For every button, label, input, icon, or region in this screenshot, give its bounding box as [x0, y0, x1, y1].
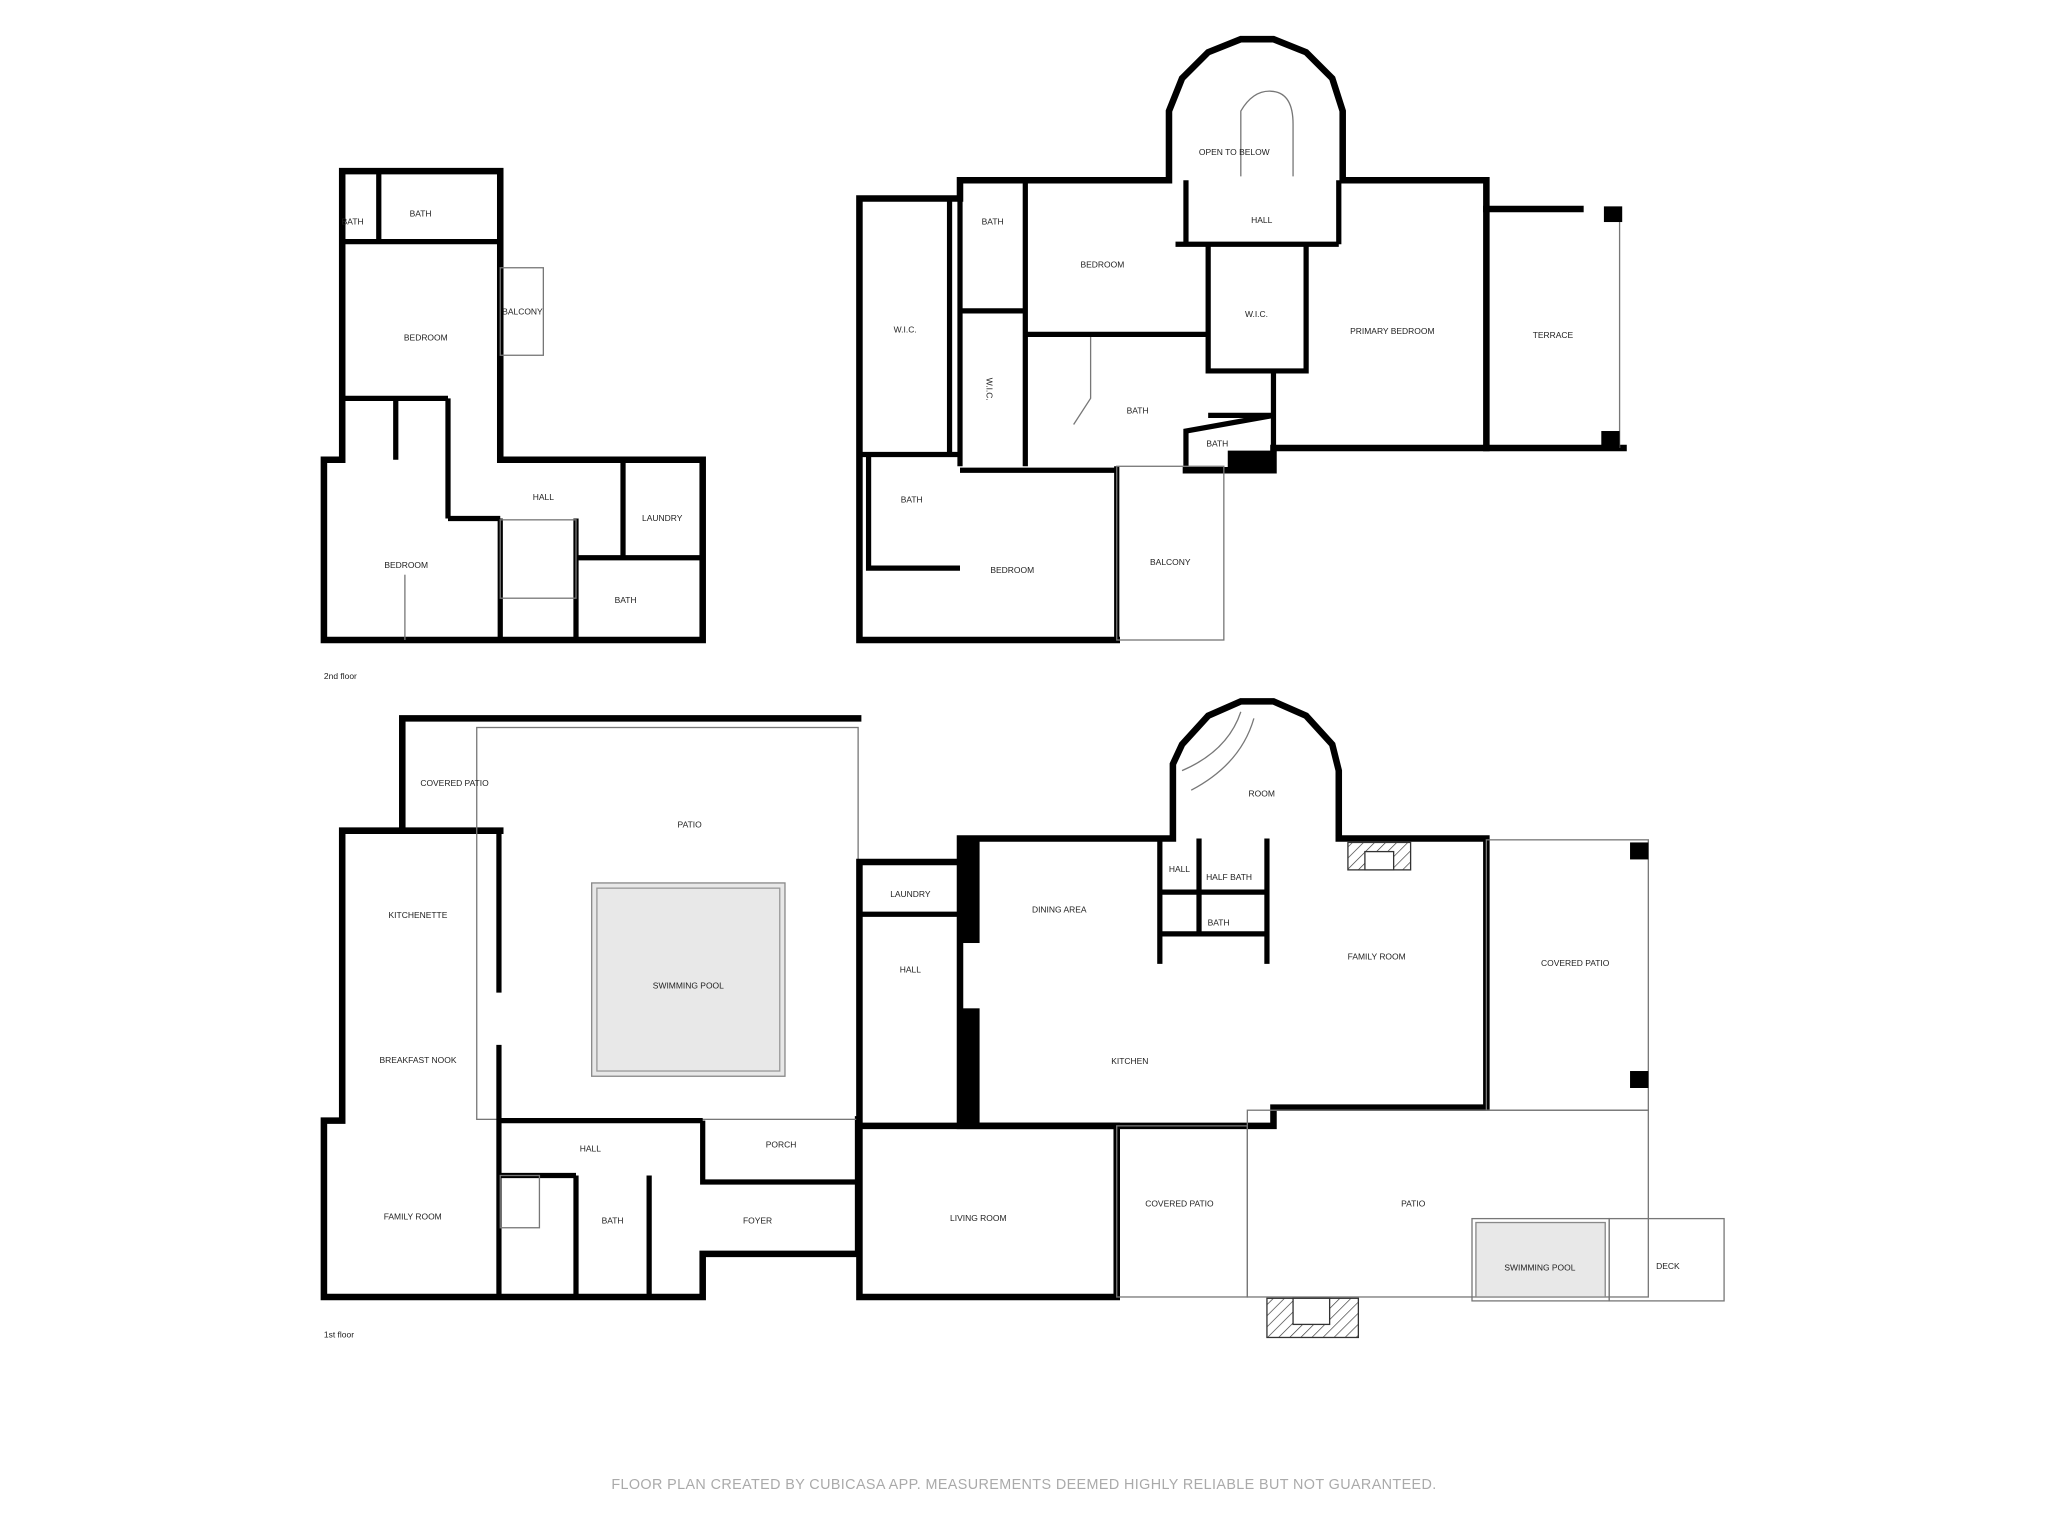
room-label: HALF BATH [1206, 872, 1252, 882]
room-label: LIVING ROOM [950, 1213, 1006, 1223]
room-label: BATH [1208, 918, 1230, 928]
room-label: W.I.C. [1245, 309, 1268, 319]
room-label: BREAKFAST NOOK [379, 1055, 456, 1065]
second-floor-main [856, 35, 1627, 644]
room-label: FOYER [743, 1215, 772, 1225]
room-label: DECK [1656, 1261, 1680, 1271]
floor-label-2nd: 2nd floor [324, 671, 357, 681]
room-label: BALCONY [1150, 557, 1191, 567]
room-label: HALL [900, 965, 921, 975]
room-label: BATH [982, 216, 1004, 226]
room-label: BATH [1127, 406, 1149, 416]
first-floor-west-wing [320, 715, 862, 1301]
room-label: LAUNDRY [642, 513, 683, 523]
room-label: TERRACE [1533, 330, 1574, 340]
room-label: BATH [1206, 438, 1228, 448]
room-label: FAMILY ROOM [384, 1212, 442, 1222]
room-label: ROOM [1249, 788, 1275, 798]
room-label: W.I.C. [894, 325, 917, 335]
room-label: FAMILY ROOM [1348, 952, 1406, 962]
room-label: BALCONY [502, 306, 543, 316]
room-label: HALL [1169, 864, 1190, 874]
room-label: KITCHENETTE [389, 910, 448, 920]
floor-label-1st: 1st floor [324, 1329, 354, 1339]
room-label: BATH [602, 1215, 624, 1225]
room-label: BATH [342, 216, 364, 226]
room-label: COVERED PATIO [1541, 958, 1610, 968]
room-label: PRIMARY BEDROOM [1350, 326, 1434, 336]
room-label: W.I.C. [985, 378, 995, 401]
room-label: PATIO [1401, 1198, 1426, 1208]
footer-disclaimer: FLOOR PLAN CREATED BY CUBICASA APP. MEAS… [611, 1477, 1436, 1493]
room-label: BEDROOM [404, 333, 448, 343]
room-label: OPEN TO BELOW [1199, 147, 1270, 157]
room-label: KITCHEN [1111, 1056, 1148, 1066]
room-label: BEDROOM [1080, 259, 1124, 269]
room-label: LAUNDRY [890, 889, 931, 899]
room-label: COVERED PATIO [420, 778, 489, 788]
room-label: COVERED PATIO [1145, 1198, 1214, 1208]
room-label: BATH [410, 208, 432, 218]
room-label: SWIMMING POOL [1504, 1262, 1575, 1272]
room-label: BEDROOM [384, 560, 428, 570]
room-label: DINING AREA [1032, 905, 1087, 915]
first-floor-main [856, 698, 1725, 1339]
second-floor-west-wing [320, 167, 706, 644]
room-label: BATH [615, 595, 637, 605]
room-label: BEDROOM [990, 565, 1034, 575]
room-label: SWIMMING POOL [653, 980, 724, 990]
room-label: BATH [901, 494, 923, 504]
room-label: PORCH [766, 1140, 797, 1150]
room-label: HALL [1251, 215, 1272, 225]
room-label: HALL [580, 1144, 601, 1154]
room-label: HALL [533, 492, 554, 502]
room-label: PATIO [678, 820, 703, 830]
